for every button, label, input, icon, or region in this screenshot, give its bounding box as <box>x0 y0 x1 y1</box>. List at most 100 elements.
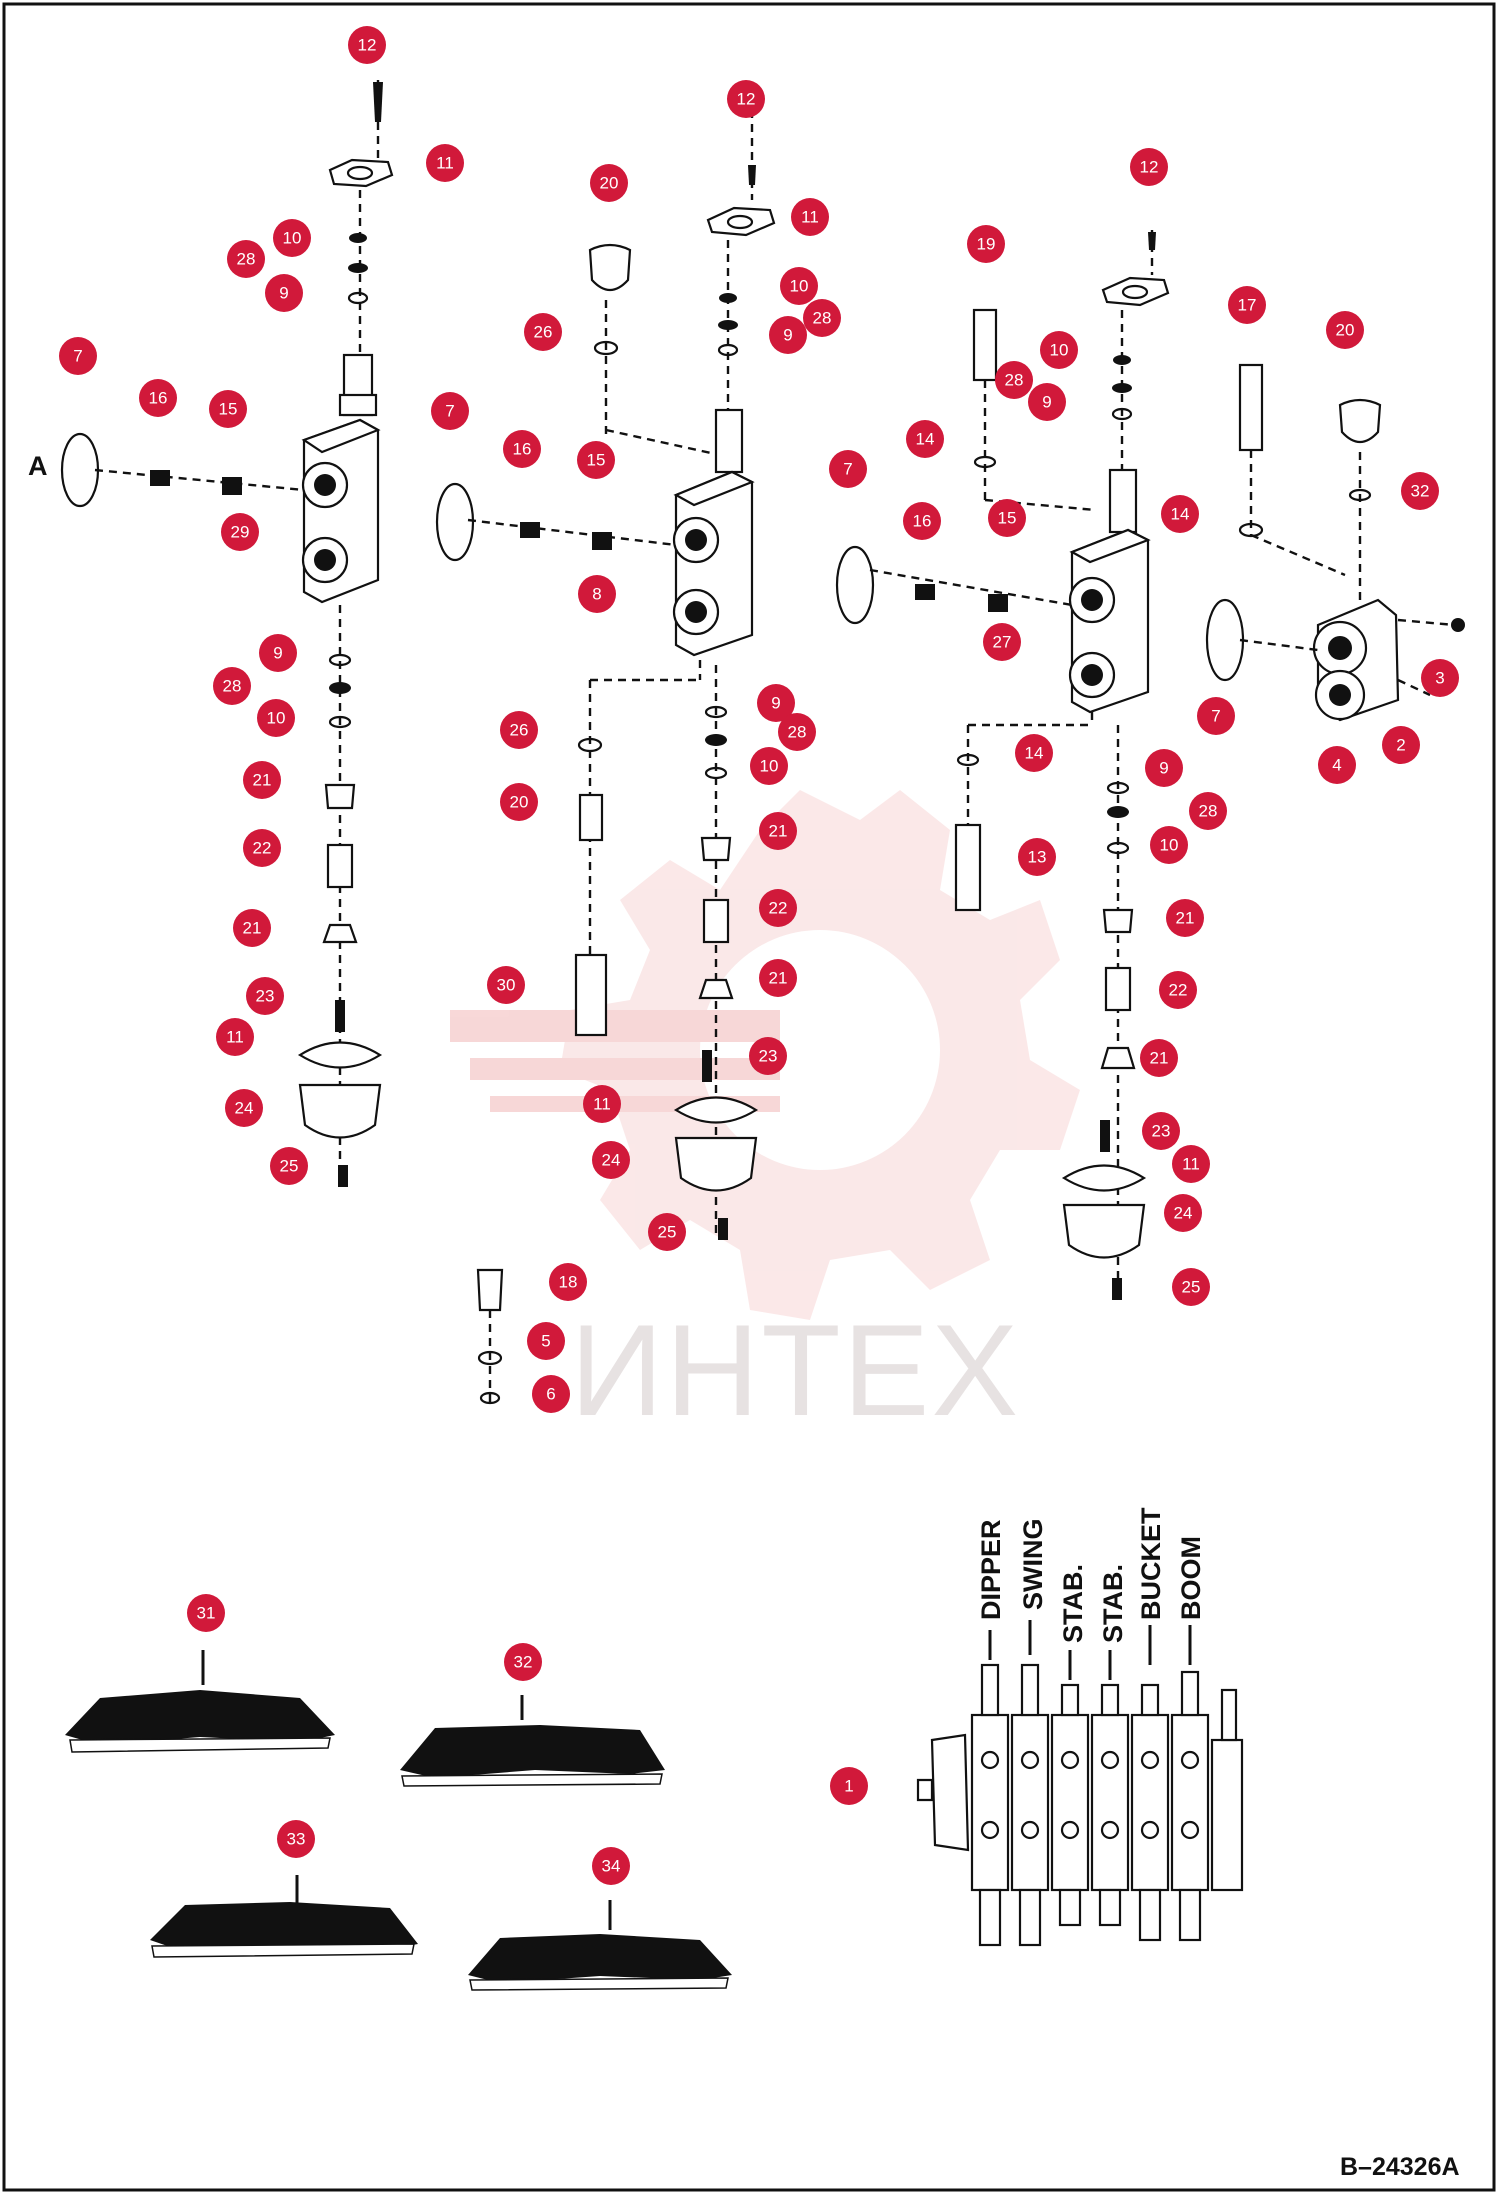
callout-badge: 11 <box>216 1018 254 1056</box>
function-labels: DIPPER SWING STAB. STAB. BUCKET BOOM <box>976 1507 1206 1643</box>
callout-badge: 23 <box>246 977 284 1015</box>
callout-number: 28 <box>813 309 832 328</box>
callout-badge: 12 <box>1130 148 1168 186</box>
callout-number: 28 <box>237 250 256 269</box>
callout-badge: 20 <box>590 164 628 202</box>
callout-number: 25 <box>658 1223 677 1242</box>
callout-number: 20 <box>1336 321 1355 340</box>
callout-badge: 21 <box>1140 1039 1178 1077</box>
callout-number: 30 <box>497 976 516 995</box>
callout-badge: 15 <box>988 499 1026 537</box>
callout-number: 9 <box>783 326 792 345</box>
callout-number: 9 <box>273 644 282 663</box>
callout-number: 11 <box>226 1028 244 1047</box>
callout-badge: 32 <box>1401 472 1439 510</box>
callout-badge: 30 <box>487 966 525 1004</box>
callout-number: 9 <box>1159 759 1168 778</box>
callout-number: 14 <box>916 430 935 449</box>
callout-badge: 26 <box>524 313 562 351</box>
callout-badge: 21 <box>759 812 797 850</box>
callout-number: 28 <box>1005 371 1024 390</box>
callout-badge: 34 <box>592 1847 630 1885</box>
callout-number: 32 <box>514 1653 533 1672</box>
callout-number: 11 <box>1182 1155 1200 1174</box>
callout-badge: 9 <box>265 274 303 312</box>
callout-badge: 22 <box>759 889 797 927</box>
callout-badge: 2 <box>1382 726 1420 764</box>
callout-number: 7 <box>843 460 852 479</box>
callout-badge: 23 <box>1142 1112 1180 1150</box>
callout-number: 9 <box>279 284 288 303</box>
callout-badge: 9 <box>757 684 795 722</box>
callout-badge: 4 <box>1318 746 1356 784</box>
callout-badge: 28 <box>1189 792 1227 830</box>
callout-number: 21 <box>1150 1049 1169 1068</box>
callout-number: 7 <box>1211 707 1220 726</box>
callout-badge: 10 <box>1040 331 1078 369</box>
callout-number: 16 <box>149 389 168 408</box>
callout-number: 10 <box>283 229 302 248</box>
callout-number: 28 <box>223 677 242 696</box>
callout-badge: 28 <box>995 361 1033 399</box>
function-label-dipper: DIPPER <box>976 1519 1006 1620</box>
callout-badge: 28 <box>227 240 265 278</box>
callout-number: 15 <box>998 509 1017 528</box>
watermark-text: ИНТЕХ <box>570 1297 1020 1443</box>
callout-number: 3 <box>1435 669 1444 688</box>
callout-number: 23 <box>256 987 275 1006</box>
callout-number: 21 <box>253 771 272 790</box>
callout-number: 11 <box>593 1095 611 1114</box>
callout-badge: 20 <box>500 783 538 821</box>
callout-badge: 14 <box>906 420 944 458</box>
callout-badge: 29 <box>221 513 259 551</box>
valve-assembly <box>916 1620 1244 1947</box>
callout-badge: 10 <box>273 219 311 257</box>
callout-badge: 10 <box>257 699 295 737</box>
callout-badge: 26 <box>500 711 538 749</box>
callout-number: 12 <box>737 90 756 109</box>
callout-number: 7 <box>73 347 82 366</box>
callout-number: 10 <box>267 709 286 728</box>
callout-badge: 25 <box>270 1147 308 1185</box>
callout-badge: 7 <box>1197 697 1235 735</box>
callout-number: 23 <box>1152 1122 1171 1141</box>
callout-badge: 8 <box>578 575 616 613</box>
callout-number: 6 <box>546 1385 555 1404</box>
callout-badge: 15 <box>577 441 615 479</box>
callout-number: 16 <box>513 440 532 459</box>
callout-badge: 28 <box>803 299 841 337</box>
callout-number: 28 <box>1199 802 1218 821</box>
view-label-a: A <box>28 451 48 481</box>
callout-number: 18 <box>559 1273 578 1292</box>
callout-badge: 32 <box>504 1643 542 1681</box>
valve-section-2 <box>435 110 776 1405</box>
function-label-stab-2: STAB. <box>1098 1564 1128 1643</box>
callout-number: 20 <box>600 174 619 193</box>
callout-number: 21 <box>769 969 788 988</box>
callout-number: 24 <box>602 1151 621 1170</box>
valve-section-1: A <box>28 80 394 1187</box>
callout-badge: 24 <box>592 1141 630 1179</box>
callout-badge: 17 <box>1228 286 1266 324</box>
callout-badge: 10 <box>1150 826 1188 864</box>
callout-number: 15 <box>587 451 606 470</box>
callout-number: 25 <box>280 1157 299 1176</box>
callout-badge: 12 <box>348 26 386 64</box>
callout-badge: 9 <box>769 316 807 354</box>
callout-number: 4 <box>1332 756 1341 775</box>
callout-badge: 11 <box>1172 1145 1210 1183</box>
callout-number: 1 <box>844 1777 853 1796</box>
callout-number: 21 <box>243 919 262 938</box>
callout-number: 17 <box>1238 296 1257 315</box>
callout-badge: 9 <box>259 634 297 672</box>
callout-badge: 20 <box>1326 311 1364 349</box>
callout-number: 33 <box>287 1830 306 1849</box>
callout-badge: 5 <box>527 1322 565 1360</box>
callout-badge: 24 <box>1164 1194 1202 1232</box>
callout-badge: 15 <box>209 390 247 428</box>
callout-badge: 25 <box>1172 1268 1210 1306</box>
callout-number: 10 <box>1050 341 1069 360</box>
callout-badge: 16 <box>139 379 177 417</box>
